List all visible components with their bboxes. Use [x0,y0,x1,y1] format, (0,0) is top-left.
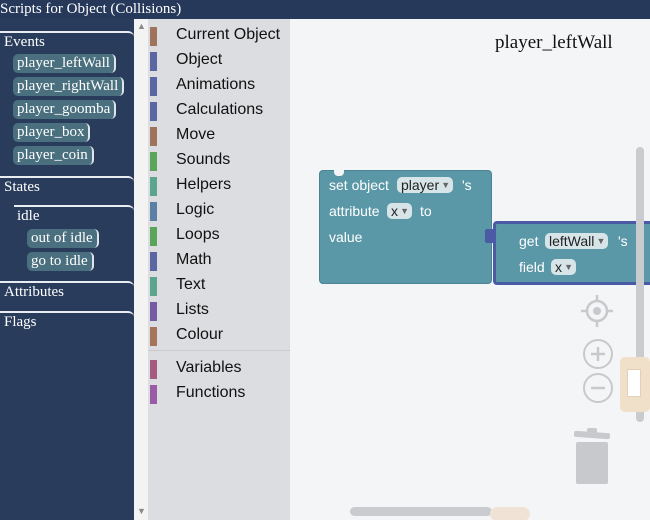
toolbox-category-object[interactable]: Object [148,48,290,73]
category-label: Helpers [176,176,232,193]
category-color-swatch [150,252,157,271]
toolbox-category-text[interactable]: Text [148,273,290,298]
category-label: Object [176,51,223,68]
toolbox-category-helpers[interactable]: Helpers [148,173,290,198]
block-top-notch [334,170,344,176]
category-color-swatch [150,360,157,379]
category-label: Functions [176,384,246,401]
recenter-icon[interactable] [580,294,614,328]
toolbox-category-current-object[interactable]: Current Object [148,23,290,48]
category-color-swatch [150,302,157,321]
category-color-swatch [150,277,157,296]
object-dropdown[interactable]: player ▼ [397,177,454,193]
dropdown-arrow-icon: ▼ [564,262,573,272]
flags-section-header[interactable]: Flags [0,311,134,333]
scroll-up-arrow-icon[interactable]: ▲ [137,21,146,31]
workspace-title: player_leftWall [495,32,613,53]
category-label: Math [176,251,212,268]
category-label: Variables [176,359,242,376]
offscreen-block-field [627,369,641,397]
workspace-horizontal-scrollbar[interactable] [350,507,492,516]
category-color-swatch [150,127,157,146]
toolbox-category-loops[interactable]: Loops [148,223,290,248]
category-label: Calculations [176,101,264,118]
category-color-swatch [150,52,157,71]
trash-can-icon[interactable] [571,428,613,488]
category-label: Sounds [176,151,231,168]
set-object-attribute-block[interactable]: set object player ▼ 's attribute x ▼ to … [319,170,492,284]
category-color-swatch [150,227,157,246]
category-label: Animations [176,76,256,93]
category-color-swatch [150,102,157,121]
to-label: to [420,203,432,219]
toolbox-scrollbar[interactable] [134,19,148,520]
state-event-item[interactable]: go to idle [27,252,94,271]
attributes-section-header[interactable]: Attributes [0,281,134,303]
field-dropdown-value: x [555,259,562,275]
toolbox-category-functions[interactable]: Functions [148,381,290,406]
attribute-label: attribute [329,203,380,219]
event-item[interactable]: player_leftWall [13,54,116,73]
get-object-field-block[interactable]: get leftWall ▼ 's field x ▼ [493,221,650,285]
category-label: Current Object [176,26,281,43]
category-label: Colour [176,326,224,343]
category-label: Loops [176,226,220,243]
object-dropdown-value: player [401,177,440,193]
scroll-down-arrow-icon[interactable]: ▼ [137,506,146,516]
event-item[interactable]: player_goomba [13,100,117,119]
get-object-dropdown-value: leftWall [549,233,595,249]
category-color-swatch [150,152,157,171]
events-section-header[interactable]: Events [0,31,134,53]
category-color-swatch [150,177,157,196]
window-title: Scripts for Object (Collisions) [0,0,650,19]
state-idle-header[interactable]: idle [14,205,134,227]
attribute-dropdown-value: x [391,203,398,219]
state-event-item[interactable]: out of idle [27,229,99,248]
toolbox-category-animations[interactable]: Animations [148,73,290,98]
dropdown-arrow-icon: ▼ [441,180,451,190]
toolbox-category-variables[interactable]: Variables [148,356,290,381]
category-color-swatch [150,327,157,346]
field-label: field [519,259,545,275]
event-item[interactable]: player_rightWall [13,77,125,96]
category-label: Text [176,276,206,293]
category-color-swatch [150,385,157,404]
states-section-header[interactable]: States [0,176,134,198]
category-label: Move [176,126,216,143]
dropdown-arrow-icon: ▼ [400,206,409,216]
category-color-swatch [150,202,157,221]
zoom-in-icon[interactable] [582,338,614,370]
event-item[interactable]: player_coin [13,146,94,165]
set-object-label: set object [329,177,389,193]
toolbox-category-logic[interactable]: Logic [148,198,290,223]
toolbox-category-move[interactable]: Move [148,123,290,148]
workspace-vertical-scrollbar[interactable] [636,147,644,422]
offscreen-block-hint [490,507,530,520]
blockly-workspace[interactable]: player_leftWall set object player ▼ 's a… [290,19,650,520]
possessive-label: 's [462,177,472,193]
toolbox-separator [148,350,290,351]
toolbox-category-colour[interactable]: Colour [148,323,290,348]
zoom-out-icon[interactable] [582,372,614,404]
toolbox-category-lists[interactable]: Lists [148,298,290,323]
field-dropdown[interactable]: x ▼ [551,259,576,275]
category-label: Logic [176,201,215,218]
category-color-swatch [150,27,157,46]
toolbox-category-calculations[interactable]: Calculations [148,98,290,123]
category-label: Lists [176,301,209,318]
get-possessive-label: 's [618,233,628,249]
event-item[interactable]: player_box [13,123,91,142]
toolbox-category-math[interactable]: Math [148,248,290,273]
dropdown-arrow-icon: ▼ [596,236,606,246]
get-label: get [519,233,539,249]
category-color-swatch [150,77,157,96]
get-object-dropdown[interactable]: leftWall ▼ [545,233,609,249]
attribute-dropdown[interactable]: x ▼ [387,203,412,219]
value-label: value [329,229,363,245]
toolbox-category-sounds[interactable]: Sounds [148,148,290,173]
object-tree: Events player_leftWall player_rightWall … [0,19,134,520]
